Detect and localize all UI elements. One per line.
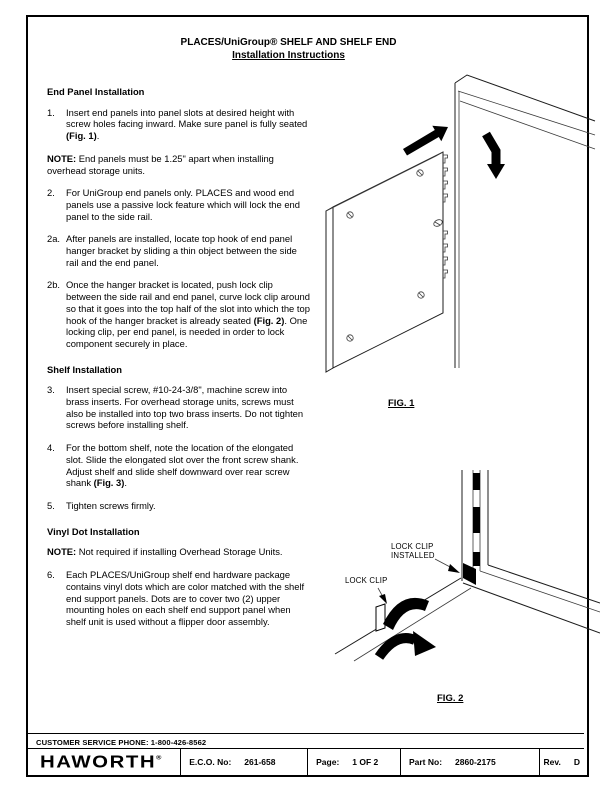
lock-clip-installed-label: LOCK CLIP INSTALLED	[391, 542, 435, 561]
eco-number-cell: E.C.O. No:261-658	[181, 749, 309, 775]
fig1-caption: FIG. 1	[388, 398, 415, 409]
list-item-1: 1. Insert end panels into panel slots at…	[47, 107, 310, 142]
side-rail	[454, 74, 596, 368]
list-item-2b: 2b. Once the hanger bracket is located, …	[47, 279, 310, 349]
section-heading-end-panel: End Panel Installation	[47, 86, 145, 97]
note-vinyl-dot: NOTE: Not required if installing Overhea…	[47, 546, 283, 558]
lock-clip-shape	[375, 597, 429, 632]
item-marker: 5.	[47, 499, 55, 511]
end-panel	[325, 151, 448, 373]
list-item-3: 3. Insert special screw, #10-24-3/8", ma…	[47, 384, 310, 431]
list-item-5: 5. Tighten screws firmly.	[47, 500, 310, 512]
lock-clip-installed-shape	[463, 563, 476, 585]
item-marker: 1.	[47, 106, 55, 118]
list-item-2: 2. For UniGroup end panels only. PLACES …	[47, 187, 310, 222]
instructions-column: End Panel Installation 1. Insert end pan…	[47, 86, 310, 639]
fig-reference: (Fig. 2)	[253, 314, 285, 326]
item-text: After panels are installed, locate top h…	[66, 233, 297, 268]
callout-leader-lines	[377, 558, 460, 604]
item-text: Insert end panels into panel slots at de…	[66, 106, 308, 142]
document-title: PLACES/UniGroup® SHELF AND SHELF END Ins…	[26, 36, 551, 62]
slotted-side-rail	[461, 470, 489, 581]
item-text: Once the hanger bracket is located, push…	[66, 279, 310, 349]
list-item-6: 6. Each PLACES/UniGroup shelf end hardwa…	[47, 569, 310, 628]
item-text: Insert special screw, #10-24-3/8", machi…	[66, 384, 304, 431]
item-marker: 4.	[47, 442, 55, 454]
section-heading-shelf: Shelf Installation	[47, 363, 123, 375]
fig1-drawing	[315, 65, 600, 415]
item-marker: 2b.	[47, 279, 61, 291]
title-line-2: Installation Instructions	[232, 50, 345, 61]
registered-mark: ®	[156, 754, 162, 761]
title-line-1: PLACES/UniGroup® SHELF AND SHELF END	[180, 37, 397, 48]
hanger-hooks	[443, 154, 448, 279]
item-text: For UniGroup end panels only. PLACES and…	[66, 187, 300, 222]
part-number-cell: Part No:2860-2175	[401, 749, 540, 775]
fig-reference: (Fig. 1)	[66, 130, 97, 142]
horizontal-rails	[334, 564, 600, 662]
list-item-4: 4. For the bottom shelf, note the locati…	[47, 442, 310, 489]
insert-arrow-icon	[403, 125, 448, 156]
note-end-panel: NOTE: End panels must be 1.25" apart whe…	[47, 152, 274, 176]
list-item-2a: 2a. After panels are installed, locate t…	[47, 233, 310, 268]
screw-holes	[346, 169, 425, 342]
fig-reference: (Fig. 3)	[93, 477, 125, 489]
fig2-caption: FIG. 2	[437, 693, 464, 704]
fig2-drawing	[330, 452, 600, 692]
revision-cell: Rev.D	[543, 757, 580, 767]
item-text: Each PLACES/UniGroup shelf end hardware …	[66, 569, 305, 627]
item-marker: 3.	[47, 384, 55, 396]
item-marker: 2.	[47, 187, 55, 199]
item-text: Tighten screws firmly.	[66, 499, 156, 511]
down-arrow-icon	[482, 131, 505, 179]
haworth-logo: HAWORTH®	[28, 749, 182, 775]
lock-clip-label: LOCK CLIP	[345, 576, 388, 585]
item-text: For the bottom shelf, note the location …	[66, 442, 299, 489]
footer-title-block: HAWORTH® E.C.O. No:261-658 Page:1 OF 2 P…	[28, 748, 584, 775]
page-border-frame	[26, 15, 589, 777]
section-heading-vinyl-dot: Vinyl Dot Installation	[47, 525, 140, 537]
item-marker: 2a.	[47, 233, 61, 245]
page-number-cell: Page:1 OF 2	[308, 749, 401, 775]
passive-lock-feature	[433, 219, 443, 227]
customer-service-phone: CUSTOMER SERVICE PHONE: 1-800-426-8562	[28, 733, 584, 748]
rotate-arrow-icon	[374, 631, 436, 660]
item-marker: 6.	[47, 569, 55, 581]
